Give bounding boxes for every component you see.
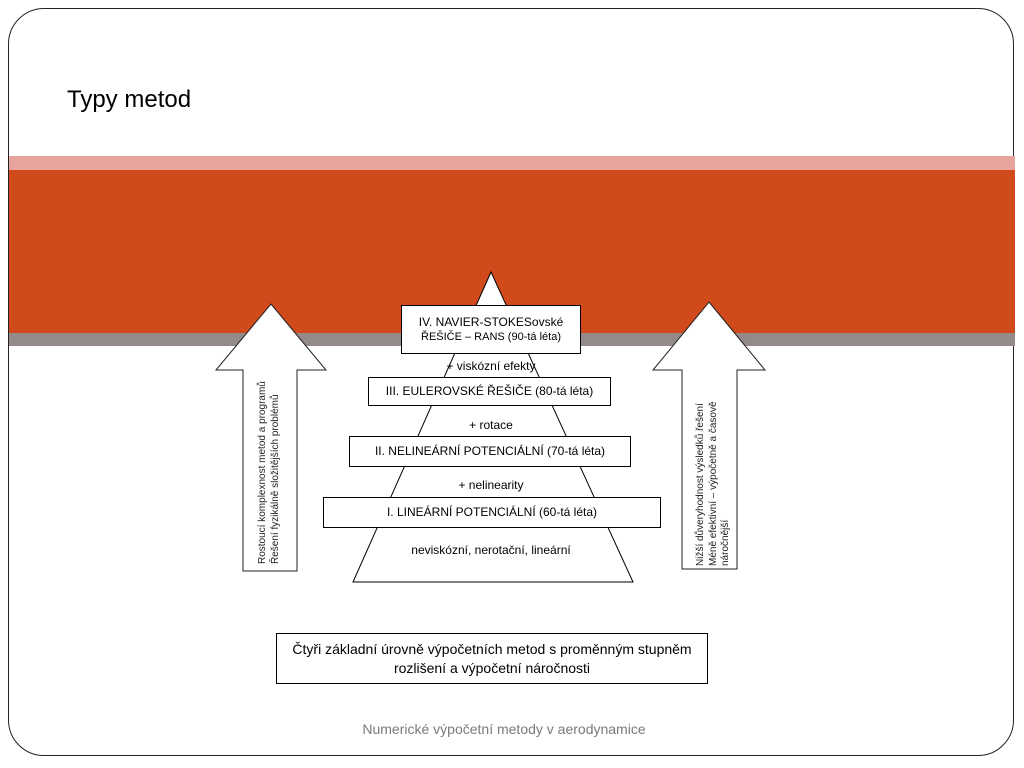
right-up-arrow <box>651 301 767 570</box>
slide-footer: Numerické výpočetní metody v aerodynamic… <box>362 721 646 737</box>
connector-nonlinearity: + nelinearity <box>458 478 524 492</box>
right-arrow-line3: náročnější <box>720 519 731 566</box>
right-arrow-text: Nižší důveryhodnost výsledků řešení Méně… <box>695 376 735 566</box>
right-arrow-line2: Méně efektivní – výpočetně a časově <box>707 401 719 566</box>
pyramid-base-label: neviskózní, nerotační, lineární <box>411 543 571 557</box>
level-4-line1: IV. NAVIER-STOKESovské <box>418 314 564 329</box>
level-2-box: II. NELINEÁRNÍ POTENCIÁLNÍ (70-tá léta) <box>349 436 631 467</box>
level-2-label: II. NELINEÁRNÍ POTENCIÁLNÍ (70-tá léta) <box>374 444 606 459</box>
left-arrow-text: Rostoucí komplexnost metod a programů Ře… <box>257 368 285 564</box>
left-arrow-line2: Řešení fyzikálně složitějších problémů <box>269 394 281 564</box>
slide-title: Typy metod <box>67 86 192 113</box>
header-band-light <box>9 156 1015 170</box>
level-4-box: IV. NAVIER-STOKESovské ŘEŠIČE – RANS (90… <box>401 305 581 354</box>
right-arrow-line1: Nižší důveryhodnost výsledků řešení <box>695 403 706 566</box>
slide-frame <box>8 8 1014 756</box>
connector-viscous: + viskózní efekty <box>446 359 536 373</box>
left-arrow-line1: Rostoucí komplexnost metod a programů <box>257 381 268 564</box>
left-up-arrow <box>214 303 328 572</box>
caption-line2: rozlišení a výpočetní náročnosti <box>393 659 591 676</box>
level-4-line2: ŘEŠIČE – RANS (90-tá léta) <box>421 331 561 344</box>
level-3-box: III. EULEROVSKÉ ŘEŠIČE (80-tá léta) <box>368 377 611 406</box>
level-3-label: III. EULEROVSKÉ ŘEŠIČE (80-tá léta) <box>385 384 594 399</box>
level-1-box: I. LINEÁRNÍ POTENCIÁLNÍ (60-tá léta) <box>323 497 661 528</box>
level-1-label: I. LINEÁRNÍ POTENCIÁLNÍ (60-tá léta) <box>386 505 598 520</box>
caption-line1: Čtyři základní úrovně výpočetních metod … <box>292 640 692 657</box>
connector-rotation: + rotace <box>469 418 513 432</box>
caption-box: Čtyři základní úrovně výpočetních metod … <box>276 633 708 684</box>
